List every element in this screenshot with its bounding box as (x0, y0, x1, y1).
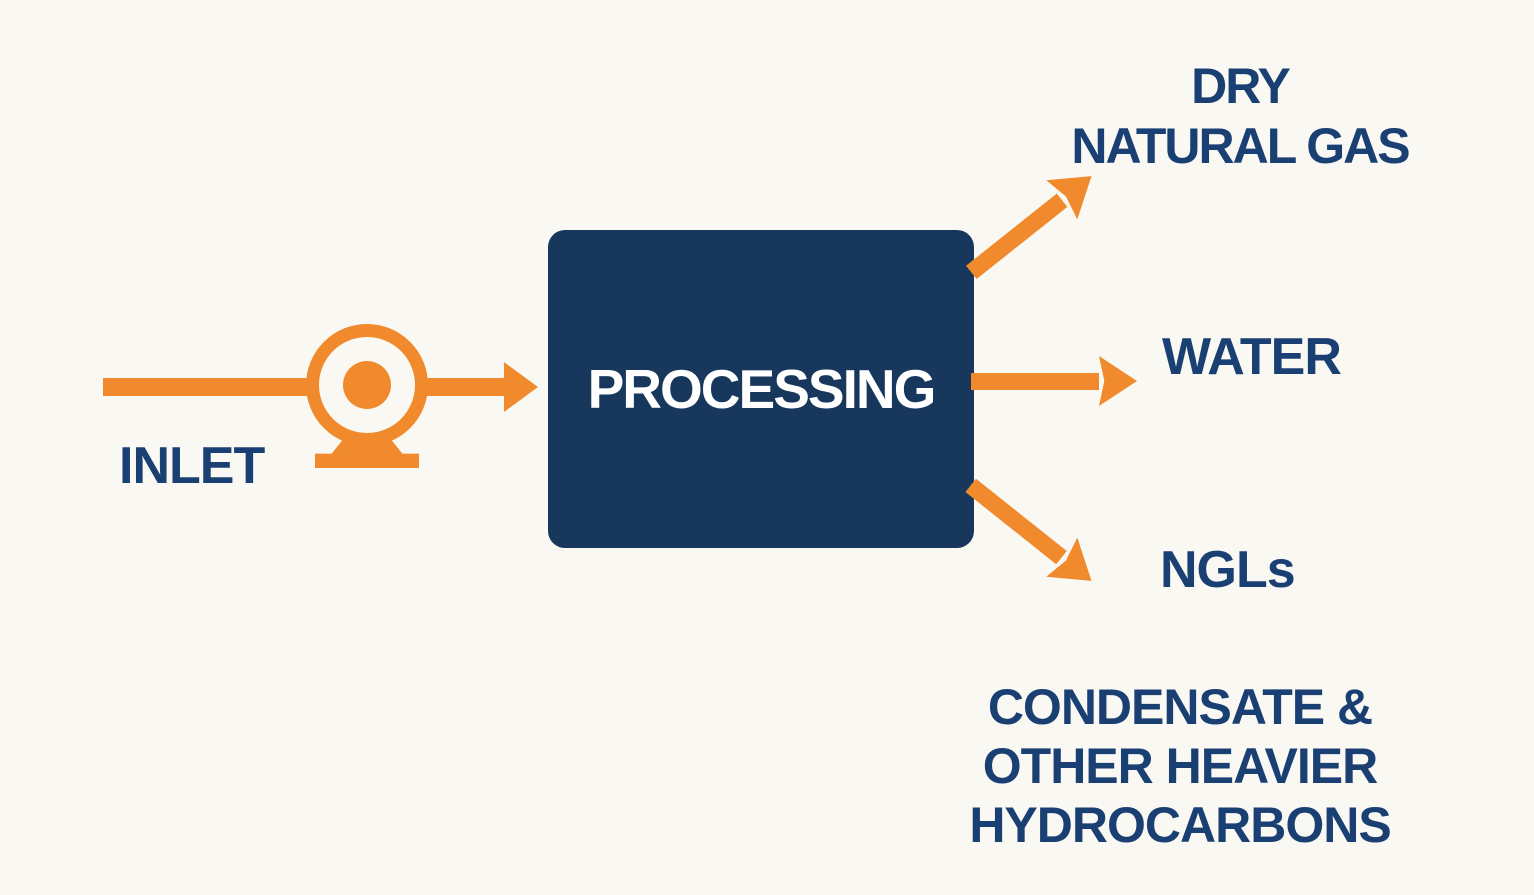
inlet-arrow-shaft (103, 378, 504, 396)
dry-natural-gas-label-line2: NATURAL GAS (1071, 118, 1410, 174)
ngls-arrow-shaft (965, 478, 1068, 564)
dry-natural-gas-label: DRY NATURAL GAS (1030, 56, 1450, 176)
inlet-arrow-head-icon (504, 362, 538, 412)
dry-gas-arrow-shaft (965, 193, 1068, 279)
dry-natural-gas-label-line1: DRY (1191, 58, 1291, 114)
processing-box: PROCESSING (548, 230, 974, 548)
condensate-label-line1: CONDENSATE & (987, 679, 1373, 735)
condensate-label: CONDENSATE & OTHER HEAVIER HYDROCARBONS (950, 678, 1410, 855)
water-label: WATER (1162, 328, 1342, 386)
ngls-label: NGLs (1160, 541, 1296, 599)
processing-label: PROCESSING (587, 358, 937, 420)
output-arrow-dry-natural-gas (955, 156, 1108, 293)
condensate-label-line3: HYDROCARBONS (969, 797, 1391, 853)
water-arrow-head-icon (1099, 356, 1137, 406)
output-arrow-water (971, 355, 1137, 407)
condensate-label-line2: OTHER HEAVIER (982, 738, 1378, 794)
pump-dot (343, 361, 391, 409)
water-arrow-shaft (971, 372, 1099, 390)
inlet-label: INLET (119, 437, 265, 495)
output-arrow-ngls (955, 465, 1108, 602)
